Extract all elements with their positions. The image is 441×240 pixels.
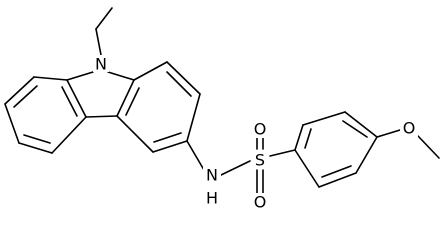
bond-c6-c5 <box>18 142 53 154</box>
bond-n9-ch2 <box>95 28 102 56</box>
bond-c4a-c9a <box>116 79 135 117</box>
bond-c2p-c3p <box>318 172 357 188</box>
bond-c5p-c6p <box>302 111 346 126</box>
left-benzene-ring <box>4 76 87 154</box>
bond-n9-c9a <box>107 71 135 81</box>
double-c1-c2 <box>166 71 192 97</box>
atom-o-bottom-label: O <box>254 193 267 212</box>
bond-c2-c3 <box>186 93 201 142</box>
bond-c9a-c1 <box>133 61 168 81</box>
atom-o-top-label: O <box>254 120 267 139</box>
double-c3-c4 <box>153 132 182 143</box>
bond-c6p-c1p <box>294 124 304 151</box>
bond-c4b-c8a <box>66 79 87 118</box>
bond-c5-c4b <box>51 116 87 154</box>
atom-o-methoxy: O <box>400 119 418 138</box>
bond-c3-nh <box>186 140 205 171</box>
bond-nh-s <box>220 160 251 176</box>
atom-s-label: S <box>255 151 265 170</box>
methoxyphenyl-ring <box>294 111 378 188</box>
double-c4p-c5p <box>342 120 368 138</box>
atom-s: S <box>251 151 269 170</box>
atom-o-methoxy-label: O <box>403 119 416 138</box>
double-c6-c5 <box>23 134 51 144</box>
double-c4b-c8a <box>61 86 78 117</box>
double-c2p-c3p <box>321 165 352 178</box>
atom-o-top: O <box>251 120 269 139</box>
ethyl-group <box>95 7 113 56</box>
atom-nh-label: N <box>206 166 218 185</box>
sulfonamide-linker <box>186 136 296 194</box>
atom-n9: N <box>93 55 109 74</box>
bond-c7-c6 <box>4 103 20 144</box>
right-benzene-ring <box>116 61 201 153</box>
bond-c3p-c4p <box>355 136 378 174</box>
atom-h-label: H <box>206 189 218 208</box>
double-c4a-c9a <box>125 87 140 116</box>
atom-o-bottom: O <box>251 193 269 212</box>
bond-o-ch3 <box>417 135 440 159</box>
bond-c8-c7 <box>4 76 35 105</box>
methoxy-group <box>376 129 440 159</box>
pyrrole-ring <box>66 71 135 118</box>
bond-c4a-c4b <box>85 115 118 118</box>
bond-c1p-c2p <box>294 149 320 188</box>
structure-diagram: N N H S O O O <box>4 7 440 212</box>
bond-c3-c4 <box>152 140 188 153</box>
bond-c4p-o <box>376 129 401 138</box>
bond-s-c1p <box>269 149 296 157</box>
bond-n9-c8a <box>66 71 94 81</box>
bond-c8a-c8 <box>33 76 68 81</box>
bond-c4-c4a <box>116 115 154 153</box>
atom-n9-label: N <box>95 55 107 74</box>
bond-c4p-c5p <box>344 111 378 138</box>
atom-nh: N H <box>203 166 221 208</box>
double-c6p-c1p <box>304 128 312 149</box>
double-c8-c7 <box>13 85 38 108</box>
bond-ch2-ch3 <box>95 7 113 30</box>
bond-c1-c2 <box>166 61 201 95</box>
